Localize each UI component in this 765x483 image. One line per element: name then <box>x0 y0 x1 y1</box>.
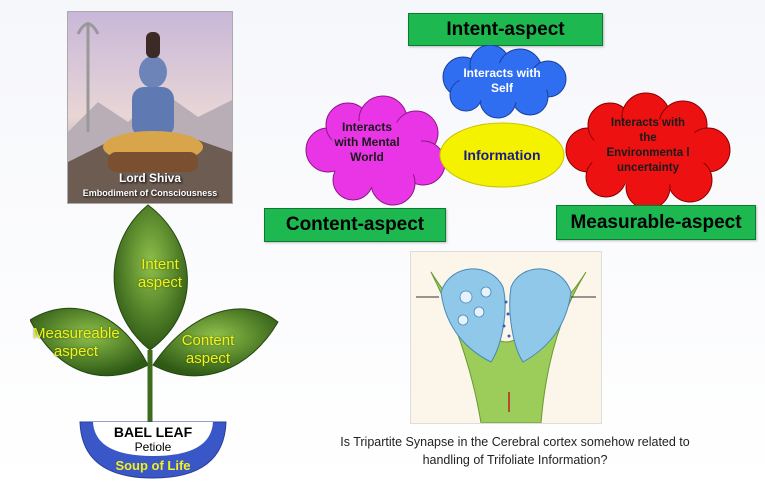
cloud-mental <box>305 95 446 206</box>
bowl-petiole: Petiole <box>134 440 172 454</box>
synapse-illustration <box>416 268 596 423</box>
leaf-top <box>113 204 188 351</box>
bael-bowl <box>79 421 227 479</box>
bowl-title: BAEL LEAF <box>113 424 193 440</box>
intent-aspect-label: Intent-aspect <box>446 18 565 40</box>
synapse-caption: Is Tripartite Synapse in the Cerebral co… <box>340 435 690 467</box>
leaf-measurable-label: Measureable aspect <box>33 325 120 360</box>
cloud-self <box>442 45 567 119</box>
shiva-image: Lord Shiva Embodiment of Consciousness <box>67 11 233 204</box>
information-text: Information <box>463 147 541 163</box>
cloud-self-text: Interacts with Self <box>463 66 541 95</box>
shiva-subtitle: Embodiment of Consciousness <box>82 188 218 198</box>
information-ellipse <box>439 122 565 188</box>
shiva-illustration <box>68 12 232 203</box>
content-aspect-box: Content-aspect <box>264 208 446 242</box>
bael-leaf <box>30 204 279 425</box>
leaf-content-label: Content aspect <box>181 332 235 367</box>
cloud-mental-text: Interacts with Mental World <box>334 120 400 164</box>
cloud-env-text: Interacts with the Environmenta l uncert… <box>606 117 690 174</box>
cloud-environment <box>565 92 731 210</box>
leaf-intent-label: Intent aspect <box>137 256 183 291</box>
shiva-title: Lord Shiva <box>118 171 181 185</box>
content-aspect-label: Content-aspect <box>285 214 425 235</box>
measurable-aspect-label: Measurable-aspect <box>570 211 742 233</box>
leaf-right <box>152 308 279 377</box>
intent-aspect-box: Intent-aspect <box>408 13 603 46</box>
bowl-soup: Soup of Life <box>115 458 191 473</box>
cloud-diagram <box>305 45 731 210</box>
measurable-aspect-box: Measurable-aspect <box>556 205 756 240</box>
synapse-image <box>410 251 602 424</box>
